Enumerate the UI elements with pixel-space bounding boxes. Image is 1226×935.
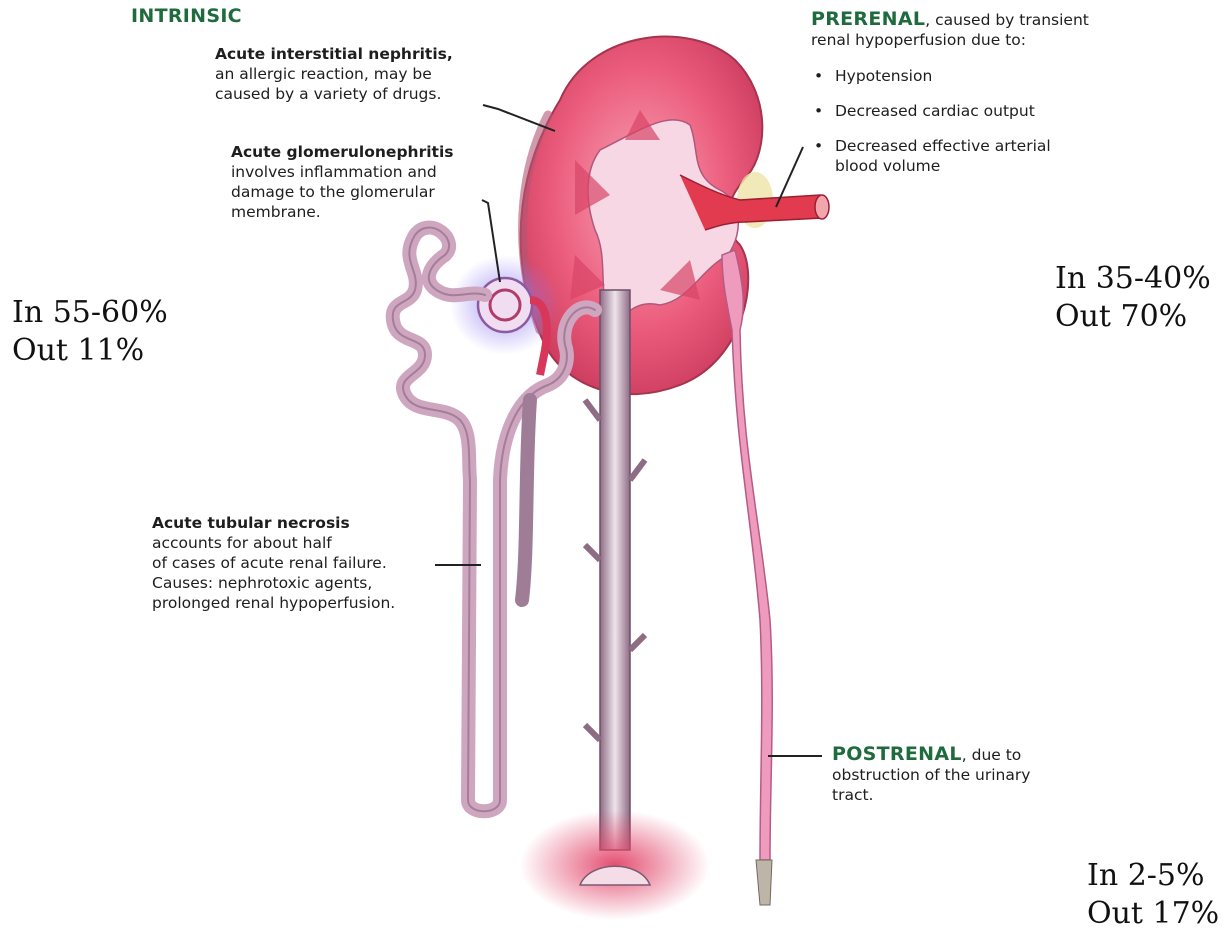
papilla-glow [520,810,710,920]
glomerulo-line: damage to the glomerular [231,183,435,201]
interstitial-line: caused by a variety of drugs. [215,85,441,103]
postrenal-label: POSTRENAL, due to obstruction of the uri… [832,744,1030,805]
interstitial-line: an allergic reaction, may be [215,65,432,83]
tubular-line: Causes: nephrotoxic agents, [152,574,372,592]
postrenal-line: obstruction of the urinary [832,766,1030,784]
interstitial-title: Acute interstitial nephritis, [215,45,453,63]
duct-branch [585,545,600,560]
prerenal-heading: PRERENAL [811,8,925,30]
tubular-necrosis-label: Acute tubular necrosis accounts for abou… [152,513,395,613]
glomerulo-title: Acute glomerulonephritis [231,143,453,161]
prerenal-out: Out 70% [1055,299,1187,334]
glomerulonephritis-label: Acute glomerulonephritis involves inflam… [231,142,453,222]
duct-branch [585,400,600,420]
postrenal-lead: , due to [962,746,1022,764]
ureter-end [756,860,772,905]
prerenal-lead-line2: renal hypoperfusion due to: [811,31,1026,49]
duct-branch [630,635,645,650]
postrenal-in: In 2-5% [1087,858,1205,893]
prerenal-stats: In 35-40% Out 70% [1055,260,1211,336]
tubular-line: accounts for about half [152,534,332,552]
tubular-line: prolonged renal hypoperfusion. [152,594,395,612]
prerenal-bullet: Decreased effective arterial blood volum… [811,136,1141,176]
intrinsic-in: In 55-60% [12,295,168,330]
prerenal-in: In 35-40% [1055,261,1211,296]
duct-branch [630,460,645,480]
postrenal-line: tract. [832,786,873,804]
distal-tubule [522,400,530,600]
prerenal-lead: , caused by transient [925,11,1089,29]
artery-opening [815,195,829,219]
intrinsic-heading: INTRINSIC [131,6,242,26]
tubular-title: Acute tubular necrosis [152,514,350,532]
tubular-line: of cases of acute renal failure. [152,554,387,572]
intrinsic-out: Out 11% [12,333,144,368]
postrenal-heading: POSTRENAL [832,743,962,765]
glomerulo-line: membrane. [231,203,321,221]
intrinsic-stats: In 55-60% Out 11% [12,294,168,370]
glomerulo-line: involves inflammation and [231,163,437,181]
collecting-duct [600,290,630,850]
prerenal-bullet-list: Hypotension Decreased cardiac output Dec… [811,66,1141,191]
postrenal-stats: In 2-5% Out 17% [1087,857,1219,933]
interstitial-nephritis-label: Acute interstitial nephritis, an allergi… [215,44,453,104]
postrenal-out: Out 17% [1087,896,1219,931]
prerenal-bullet: Hypotension [811,66,1141,86]
glomerulus [478,278,532,332]
duct-branch [585,725,600,740]
prerenal-label: PRERENAL, caused by transient renal hypo… [811,9,1089,50]
prerenal-bullet: Decreased cardiac output [811,101,1141,121]
